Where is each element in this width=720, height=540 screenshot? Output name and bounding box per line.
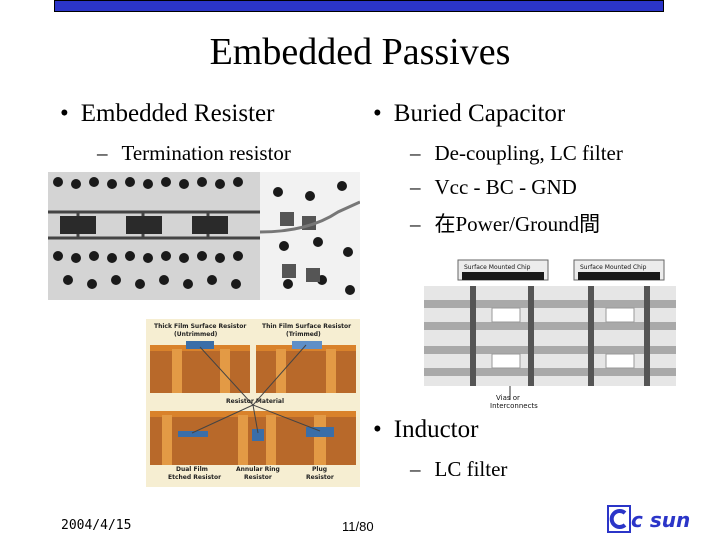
bullet-text: Buried Capacitor — [393, 100, 566, 127]
label-vias: Vias or — [496, 394, 520, 402]
bullet-inductor: • Inductor — [373, 416, 478, 444]
dash-glyph: – — [97, 141, 108, 165]
label-annular-ring: Annular Ring — [236, 466, 280, 473]
label-chip-left: Surface Mounted Chip — [464, 264, 531, 271]
pcb-photo-graphic — [48, 172, 360, 300]
resistor-types-graphic: Thick Film Surface Resistor (Untrimmed) … — [146, 319, 360, 487]
sub-text: De-coupling, LC filter — [434, 141, 623, 165]
bullet-buried-capacitor: • Buried Capacitor — [373, 100, 565, 128]
top-accent-bar — [54, 0, 664, 12]
dash-glyph: – — [410, 141, 421, 165]
label-thin-film: Thin Film Surface Resistor — [262, 323, 351, 330]
csun-logo-icon: c sun — [607, 505, 690, 533]
label-dual-film: Dual Film — [176, 466, 208, 473]
sub-text: Vcc - BC - GND — [434, 175, 577, 199]
bullet-text: Embedded Resister — [80, 100, 275, 127]
logo-text: c sun — [631, 508, 690, 532]
sub-text: LC filter — [434, 457, 508, 481]
bullet-dot: • — [60, 100, 69, 127]
footer-date: 2004/4/15 — [61, 518, 132, 533]
label-untrimmed: (Untrimmed) — [174, 331, 218, 338]
label-resistor-material: Resistor Material — [226, 398, 284, 405]
slide-title: Embedded Passives — [209, 31, 511, 73]
bullet-dot: • — [373, 100, 382, 127]
bullet-embedded-resister: • Embedded Resister — [60, 100, 274, 128]
sub-decoupling: –De-coupling, LC filter — [410, 141, 623, 166]
bullet-text: Inductor — [393, 416, 479, 443]
sub-text: 在Power/Ground間 — [434, 212, 601, 236]
csun-logo: c sun — [607, 505, 701, 535]
label-plug-resistor: Resistor — [306, 474, 334, 481]
embedded-resistor-diagram: Thick Film Surface Resistor (Untrimmed) … — [146, 319, 360, 487]
buried-capacitor-diagram: Surface Mounted Chip Surface Mounted Chi… — [400, 250, 692, 412]
capacitor-cross-section-graphic: Surface Mounted Chip Surface Mounted Chi… — [424, 259, 676, 410]
dash-glyph: – — [410, 212, 421, 236]
bullet-dot: • — [373, 416, 382, 443]
sub-vcc-bc-gnd: –Vcc - BC - GND — [410, 175, 577, 200]
dash-glyph: – — [410, 175, 421, 199]
label-thick-film: Thick Film Surface Resistor — [154, 323, 246, 330]
label-chip-right: Surface Mounted Chip — [580, 264, 647, 271]
sub-termination-resistor: –Termination resistor — [97, 141, 291, 166]
label-annular-resistor: Resistor — [244, 474, 272, 481]
label-plug: Plug — [312, 466, 327, 473]
label-trimmed: (Trimmed) — [286, 331, 321, 338]
label-interconnects: Interconnects — [490, 402, 538, 410]
dash-glyph: – — [410, 457, 421, 481]
label-etched-resistor: Etched Resistor — [168, 474, 221, 481]
page-number: 11/80 — [342, 519, 374, 534]
sub-lc-filter: –LC filter — [410, 457, 507, 482]
sub-power-ground: –在Power/Ground間 — [410, 208, 600, 238]
pcb-resistor-photo — [48, 172, 360, 300]
sub-text: Termination resistor — [121, 141, 291, 165]
